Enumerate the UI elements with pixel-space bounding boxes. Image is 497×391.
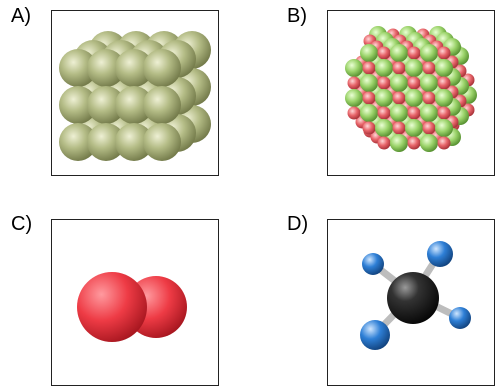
green-ion — [375, 119, 393, 137]
green-ion — [390, 104, 408, 122]
option-b-panel[interactable] — [327, 10, 495, 176]
green-ion — [375, 59, 393, 77]
option-c-label: C) — [11, 213, 33, 235]
option-c-molecule-image — [77, 272, 187, 342]
green-ion — [360, 44, 378, 62]
green-ion — [345, 89, 363, 107]
hydrogen-atom-top-left — [362, 253, 384, 275]
green-ion — [420, 74, 438, 92]
red-ion — [422, 91, 436, 105]
green-ion — [435, 89, 453, 107]
red-ion — [377, 76, 391, 90]
red-ion — [422, 61, 436, 75]
red-ion — [392, 61, 406, 75]
green-ion — [390, 44, 408, 62]
red-ion — [437, 106, 451, 120]
red-ion — [437, 46, 451, 60]
option-d-molecule-image — [360, 241, 471, 350]
green-ion — [435, 119, 453, 137]
option-d-label: D) — [287, 213, 309, 235]
option-d-panel[interactable] — [327, 219, 495, 386]
option-a-lattice-image — [59, 31, 211, 161]
hydrogen-atom-top-right — [427, 241, 453, 267]
red-ion — [377, 46, 391, 60]
red-ion — [437, 136, 451, 150]
lattice-sphere — [59, 49, 97, 87]
lattice-sphere — [87, 123, 125, 161]
lattice-sphere — [115, 123, 153, 161]
hydrogen-atom-bottom-left — [360, 320, 390, 350]
red-ion — [377, 106, 391, 120]
red-ion — [377, 136, 391, 150]
lattice-sphere — [143, 86, 181, 124]
red-ion — [392, 121, 406, 135]
lattice-sphere — [87, 86, 125, 124]
green-ion — [390, 134, 408, 152]
red-ion — [347, 76, 361, 90]
red-ion — [407, 136, 421, 150]
green-ion — [420, 44, 438, 62]
red-ion — [362, 61, 376, 75]
green-ion — [345, 59, 363, 77]
red-ion — [392, 91, 406, 105]
green-ion — [375, 89, 393, 107]
red-ion — [362, 121, 376, 135]
lattice-sphere — [115, 49, 153, 87]
green-ion — [360, 74, 378, 92]
red-ion — [407, 76, 421, 90]
option-b-label: B) — [287, 5, 307, 27]
central-atom — [387, 272, 439, 324]
green-ion — [420, 134, 438, 152]
red-ion — [437, 76, 451, 90]
green-ion — [420, 104, 438, 122]
lattice-sphere — [143, 49, 181, 87]
red-ion — [422, 121, 436, 135]
green-ion — [405, 89, 423, 107]
hydrogen-atom-bottom-right — [449, 307, 471, 329]
red-ion — [362, 91, 376, 105]
green-ion — [405, 119, 423, 137]
red-ion — [407, 46, 421, 60]
lattice-sphere — [59, 123, 97, 161]
option-a-label: A) — [11, 5, 31, 27]
green-ion — [360, 104, 378, 122]
oxygen-atom-left — [77, 272, 147, 342]
lattice-sphere — [143, 123, 181, 161]
red-ion — [347, 106, 361, 120]
option-a-panel[interactable] — [51, 10, 219, 176]
green-ion — [405, 59, 423, 77]
green-ion — [390, 74, 408, 92]
lattice-sphere — [115, 86, 153, 124]
lattice-sphere — [87, 49, 125, 87]
lattice-sphere — [59, 86, 97, 124]
green-ion — [435, 59, 453, 77]
option-b-lattice-image — [345, 26, 477, 152]
option-c-panel[interactable] — [51, 219, 219, 386]
red-ion — [407, 106, 421, 120]
